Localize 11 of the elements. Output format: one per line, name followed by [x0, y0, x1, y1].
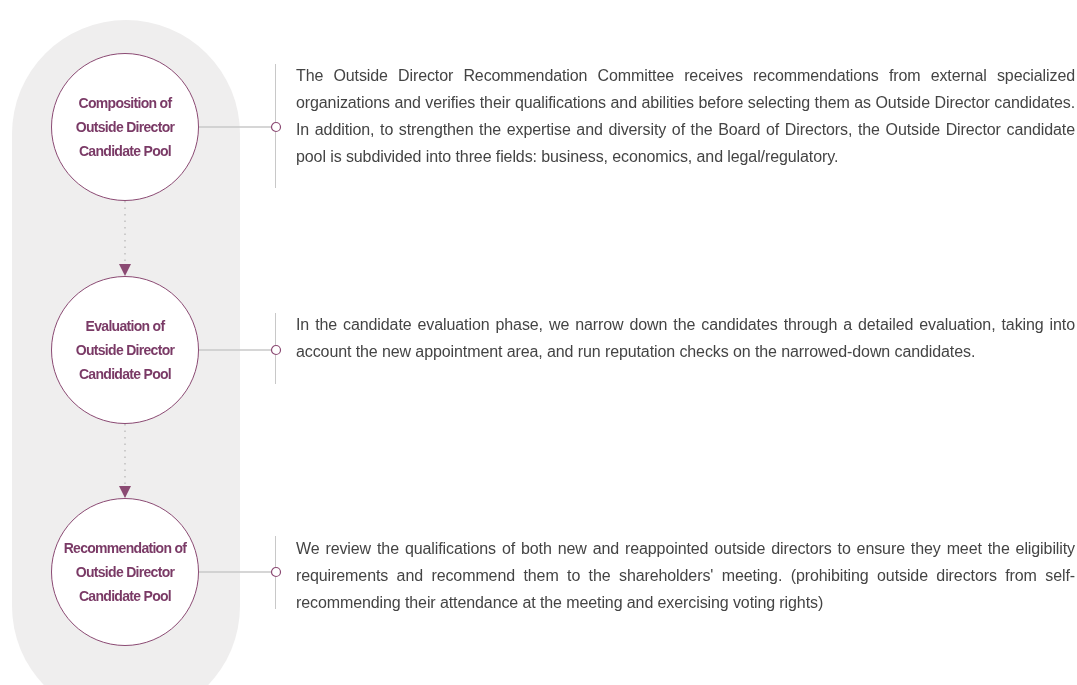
- arrow: [119, 200, 131, 277]
- description-text: We review the qualifications of both new and reappointed outside directors to ensure they meet the eligibility requirements and recommend them to the shareholders' meeting. (prohibiting outside directors from self-recommending their attendance at the meeting and exercising voting rights): [296, 539, 1075, 613]
- step-title: Recommendation of Outside Director Candidate Pool: [62, 539, 188, 606]
- connector-line: [198, 344, 282, 356]
- step-title: Composition of Outside Director Candidate Pool: [74, 94, 176, 161]
- description-text: The Outside Director Recommendation Committee receives recommendations from external specialized organizations and verifies their qualifications and abilities before selecting them as Outside Director candidates. In addition, to strengthen the expertise and diversity of the Board of Directors, the Outside Director candidate pool is subdivided into three fields: business, economics, and legal/regulatory.: [296, 66, 1075, 167]
- step-title: Evaluation of Outside Director Candidate Pool: [74, 317, 176, 384]
- connector-line: [198, 566, 282, 578]
- connector-line: [198, 121, 282, 133]
- arrow: [119, 423, 131, 499]
- description-text: In the candidate evaluation phase, we narrow down the candidates through a detailed evaluation, taking into account the new appointment area, and run reputation checks on the narrowed-down candidates.: [296, 315, 1075, 362]
